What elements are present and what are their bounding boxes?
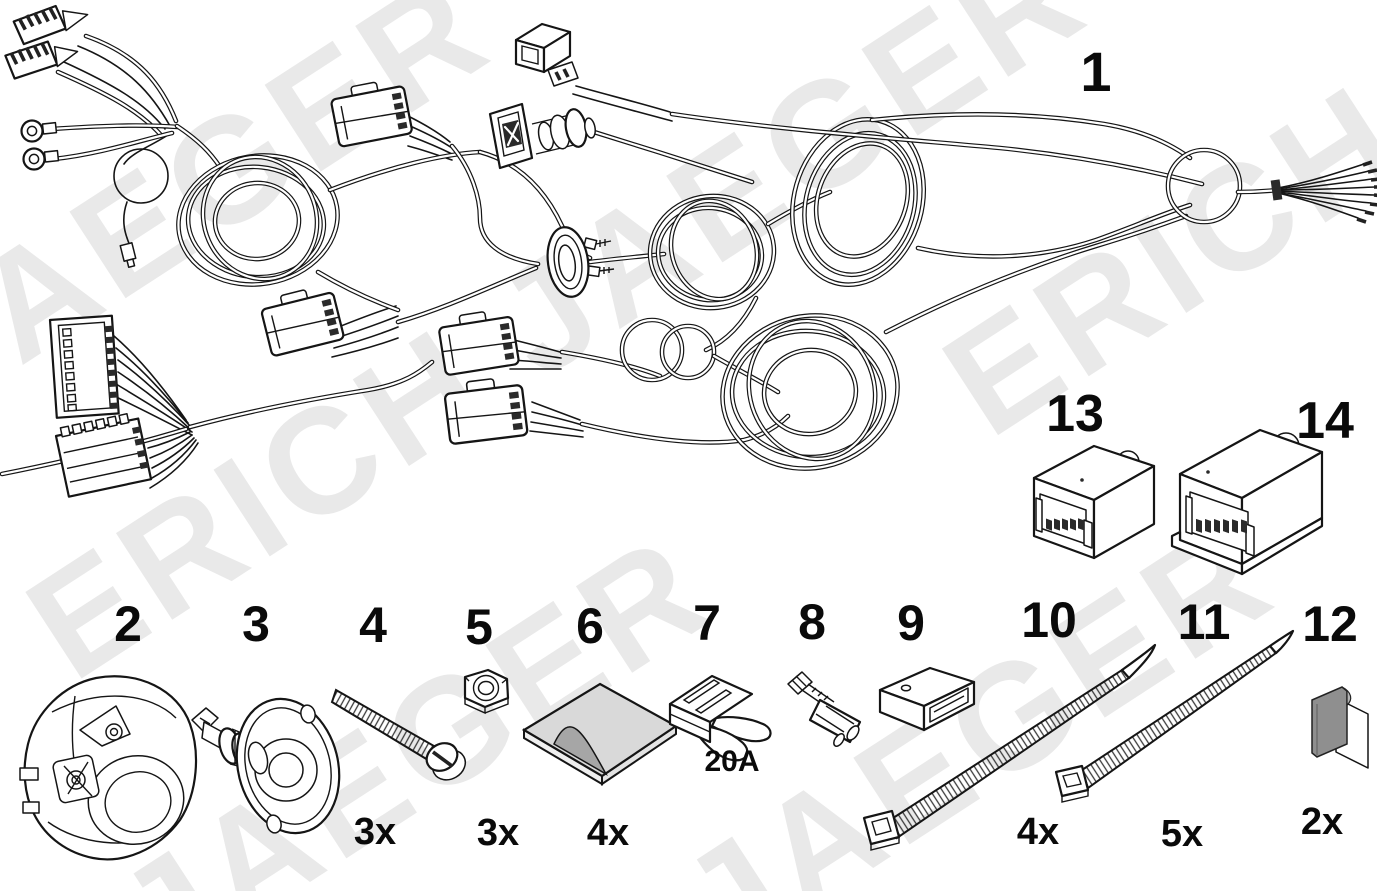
label-part-5: 5 — [465, 599, 493, 655]
rating-part-7: 20A — [704, 745, 760, 778]
harness-grommet — [546, 226, 615, 298]
qty-part-4: 3x — [353, 811, 397, 853]
part-11-cable-tie-short — [1054, 629, 1295, 803]
harness-square-connector — [514, 22, 579, 87]
label-part-13: 13 — [1046, 385, 1104, 443]
harness-connector-4pin-mid-lower — [442, 374, 529, 446]
label-part-1: 1 — [1080, 40, 1112, 103]
label-part-12: 12 — [1302, 596, 1358, 652]
qty-part-11: 5x — [1160, 813, 1204, 855]
harness-connector-4pin-left — [257, 282, 346, 358]
harness-connector-topleft-1 — [12, 4, 89, 46]
part-2-socket-housing — [19, 675, 198, 861]
label-part-6: 6 — [576, 598, 604, 654]
part-8-flat-terminal — [787, 671, 862, 747]
part-14-module-large — [1170, 428, 1324, 576]
part-5-hex-nut — [463, 668, 510, 715]
harness-splayed-wire-end — [1270, 160, 1377, 224]
part-10-cable-tie-long — [862, 643, 1157, 851]
part-13-module-small — [1032, 444, 1156, 560]
harness-ring-terminal-2 — [22, 147, 60, 171]
label-part-14: 14 — [1296, 392, 1354, 450]
harness-connector-4pin-mid-upper — [436, 306, 521, 377]
label-part-9: 9 — [897, 595, 925, 651]
label-part-3: 3 — [242, 596, 270, 652]
part-7-mini-fuse — [668, 674, 772, 762]
label-part-7: 7 — [693, 595, 721, 651]
qty-part-5: 3x — [476, 812, 520, 854]
qty-part-10: 4x — [1016, 811, 1060, 853]
harness-connector-wide — [54, 413, 153, 498]
part-3-socket-flange — [191, 697, 341, 835]
harness-connector-topleft-2 — [4, 40, 79, 80]
harness-connector-12pin — [48, 314, 120, 419]
part-6-adhesive-pad — [521, 682, 679, 786]
label-part-11: 11 — [1177, 594, 1231, 650]
harness-ring-terminal-1 — [20, 119, 58, 143]
qty-part-6: 4x — [586, 812, 630, 854]
harness-bulb-socket-connector — [488, 102, 596, 170]
qty-part-12: 2x — [1300, 801, 1344, 843]
label-part-8: 8 — [798, 594, 826, 650]
part-4-screw — [330, 688, 467, 781]
harness-connector-4pin-top — [327, 75, 414, 149]
part-12-edge-clip — [1311, 686, 1369, 769]
harness-bullet-terminal — [119, 242, 137, 269]
label-part-10: 10 — [1021, 592, 1077, 648]
part-1-wiring-harness — [2, 4, 1377, 498]
label-part-2: 2 — [114, 596, 142, 652]
label-part-4: 4 — [359, 597, 387, 653]
part-9-connector-cover — [878, 666, 976, 732]
